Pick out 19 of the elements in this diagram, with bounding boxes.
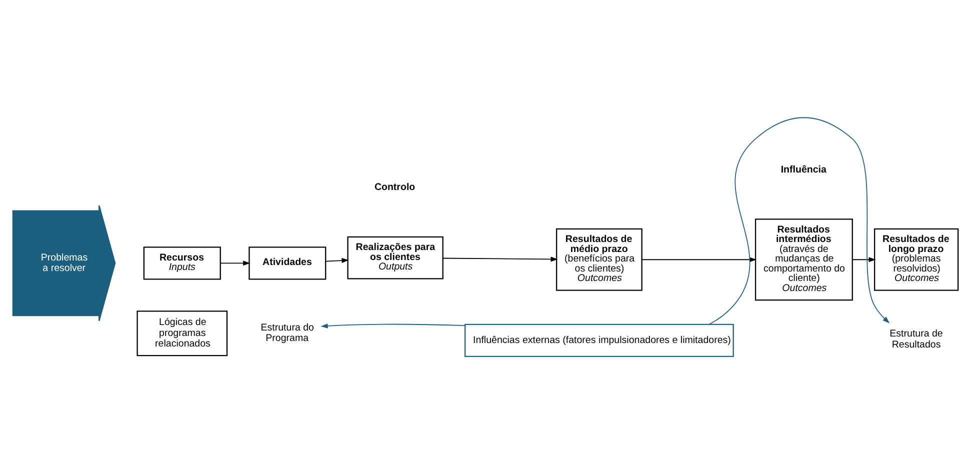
arrow [708, 116, 890, 324]
arrow [852, 256, 876, 262]
arrow [641, 256, 757, 262]
node-box: Lógicas de programas relacionados [136, 310, 228, 356]
node-box: Recursos Inputs [143, 246, 221, 280]
arrow [442, 256, 558, 262]
node-box: Resultados de médio prazo (benefícios para os clientes) Outcomes [556, 228, 642, 290]
arrow [220, 260, 250, 266]
node-box: Atividades [248, 246, 326, 280]
node-box: Resultados intermédios (através de mudanças de comportamento do cliente) Outcomes [754, 218, 853, 300]
arrow [325, 258, 349, 262]
node-box: Influências externas (fatores impulsionadores e limitadores) [464, 323, 734, 357]
label: Influência [780, 164, 826, 175]
node-box: Realizações para os clientes Outputs [347, 236, 444, 279]
label: Controlo [374, 182, 416, 193]
arrow [320, 322, 466, 328]
node-text: Estrutura do Programa [260, 322, 314, 344]
node-text: Estrutura de Resultados [890, 328, 943, 350]
node-box: Resultados de longo prazo (problemas resolvidos) Outcomes [874, 228, 959, 290]
